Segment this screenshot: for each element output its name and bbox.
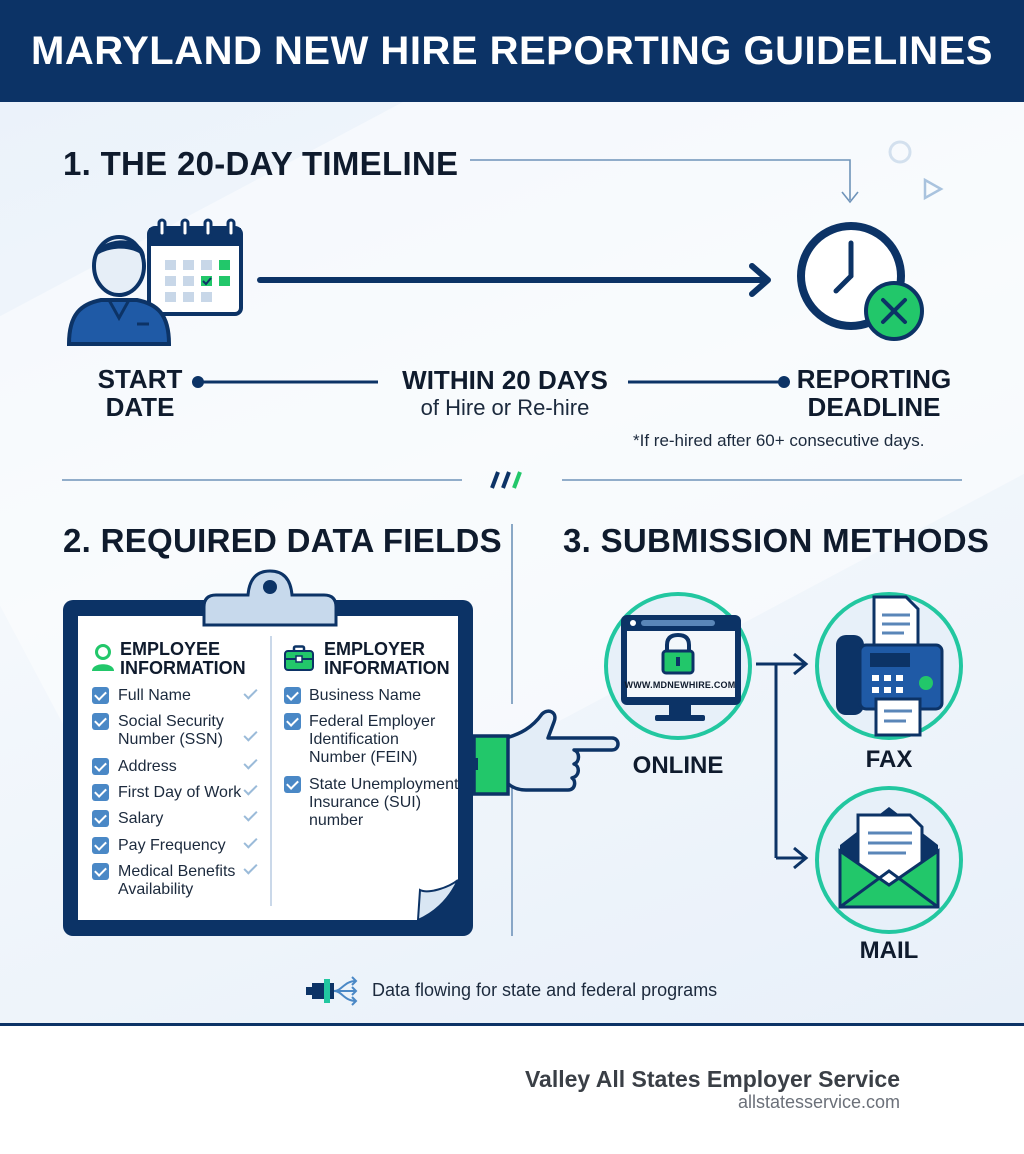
- employee-field-full-name: Full Name: [118, 687, 191, 704]
- employee-check-icon: [92, 837, 109, 854]
- employee-check-icon: [92, 784, 109, 801]
- employee-field-medical-benefits: Medical Benefits Availability: [118, 863, 236, 898]
- employer-check-icon: [284, 687, 301, 704]
- section-divider: [62, 471, 962, 489]
- data-flow-plug-icon: [306, 976, 358, 1006]
- employee-field-pay-frequency: Pay Frequency: [118, 837, 226, 854]
- footer-rule: [0, 1023, 1024, 1026]
- clock-deadline-icon: [797, 222, 924, 341]
- timeline-arrow: [257, 263, 771, 297]
- online-label: ONLINE: [632, 752, 724, 779]
- header-banner: MARYLAND NEW HIRE REPORTING GUIDELINES: [0, 0, 1024, 102]
- rehire-footnote: *If re-hired after 60+ consecutive days.: [633, 431, 925, 450]
- timeline-title: 1. THE 20-DAY TIMELINE: [63, 145, 459, 182]
- start-date-label: START DATE: [97, 364, 183, 422]
- submission-routing-arrows: [756, 652, 809, 870]
- employee-check-icon: [92, 713, 109, 730]
- data-flow-note: Data flowing for state and federal progr…: [372, 980, 718, 1000]
- briefcase-icon: [284, 645, 314, 671]
- employer-check-icon: [284, 713, 301, 730]
- employee-field-address: Address: [118, 758, 177, 775]
- employee-field-ssn: Social Security Number (SSN): [118, 713, 224, 748]
- clipboard-paper: [78, 616, 458, 920]
- footer-url: allstatesservice.com: [737, 1092, 900, 1112]
- employee-calendar-icon: [66, 218, 243, 346]
- clipboard-clip: [202, 569, 338, 627]
- employee-field-salary: Salary: [118, 810, 164, 827]
- vertical-divider: [511, 524, 513, 936]
- employee-field-first-day: First Day of Work: [118, 784, 242, 801]
- mail-label: MAIL: [859, 937, 919, 964]
- deadline-label: REPORTING DEADLINE: [796, 364, 952, 422]
- employer-heading: EMPLOYER INFORMATION: [324, 639, 450, 678]
- column-divider: [270, 636, 272, 906]
- submission-title: 3. SUBMISSION METHODS: [563, 522, 990, 559]
- footer-company: Valley All States Employer Service: [524, 1066, 900, 1092]
- online-computer-icon: [604, 592, 752, 740]
- pointing-hand-icon: [470, 709, 620, 796]
- required-fields-title: 2. REQUIRED DATA FIELDS: [63, 522, 502, 559]
- mail-envelope-icon: [815, 786, 963, 934]
- fax-label: FAX: [865, 746, 913, 773]
- employee-heading: EMPLOYEE INFORMATION: [120, 639, 246, 678]
- employee-check-icon: [92, 758, 109, 775]
- employee-check-icon: [92, 810, 109, 827]
- infographic-canvas: MARYLAND NEW HIRE REPORTING GUIDELINES 1…: [0, 0, 1024, 1025]
- page-title: MARYLAND NEW HIRE REPORTING GUIDELINES: [31, 28, 993, 73]
- timeline-connector-left: [192, 376, 378, 388]
- employer-field-business-name: Business Name: [309, 687, 422, 704]
- window-label: WITHIN 20 DAYS: [402, 365, 608, 395]
- fax-machine-icon: [815, 592, 963, 740]
- employer-field-fein: Federal Employer Identification Number (…: [309, 713, 436, 766]
- employee-check-icon: [92, 863, 109, 880]
- online-url-text: WWW.MDNEWHIRE.COM: [624, 680, 736, 690]
- timeline-connector-right: [628, 376, 790, 388]
- decorative-connector: [470, 140, 944, 204]
- employer-field-sui: State Unemployment Insurance (SUI) numbe…: [309, 776, 459, 829]
- person-icon: [92, 644, 114, 671]
- window-sub-label: of Hire or Re-hire: [420, 395, 590, 420]
- employer-check-icon: [284, 776, 301, 793]
- paper-curl: [416, 879, 459, 922]
- employee-check-icon: [92, 687, 109, 704]
